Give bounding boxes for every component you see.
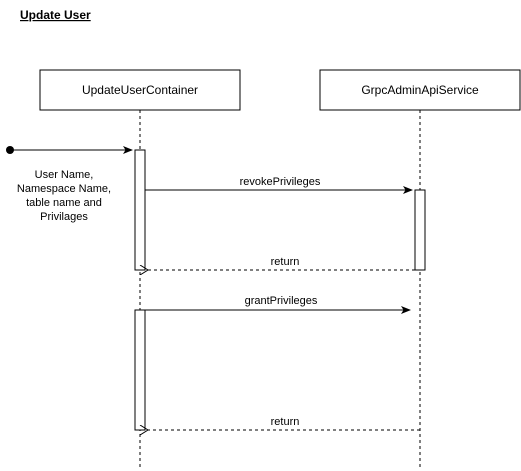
- incoming-message: [6, 146, 133, 154]
- diagram-title: Update User: [20, 8, 91, 22]
- note-line: table name and: [26, 197, 102, 209]
- participant-grpc-admin-api-service: GrpcAdminApiService: [319, 69, 521, 111]
- activation-bar-container-1: [134, 149, 146, 271]
- participant-label: GrpcAdminApiService: [361, 83, 479, 97]
- incoming-note: User Name, Namespace Name, table name an…: [17, 169, 111, 223]
- note-line: Privilages: [40, 211, 88, 223]
- message-label: return: [271, 416, 300, 428]
- participant-update-user-container: UpdateUserContainer: [39, 69, 241, 111]
- participant-label: UpdateUserContainer: [82, 83, 198, 97]
- message-return-1: return: [148, 256, 415, 270]
- message-label: grantPrivileges: [245, 295, 318, 307]
- message-return-2: return: [148, 416, 420, 430]
- note-line: User Name,: [35, 169, 94, 181]
- message-label: revokePrivileges: [240, 176, 321, 188]
- activation-bar-container-2: [134, 309, 146, 431]
- activation-bar-service: [414, 189, 426, 271]
- note-line: Namespace Name,: [17, 183, 111, 195]
- message-label: return: [271, 256, 300, 268]
- message-revoke-privileges: revokePrivileges: [145, 176, 413, 194]
- message-grant-privileges: grantPrivileges: [145, 295, 411, 314]
